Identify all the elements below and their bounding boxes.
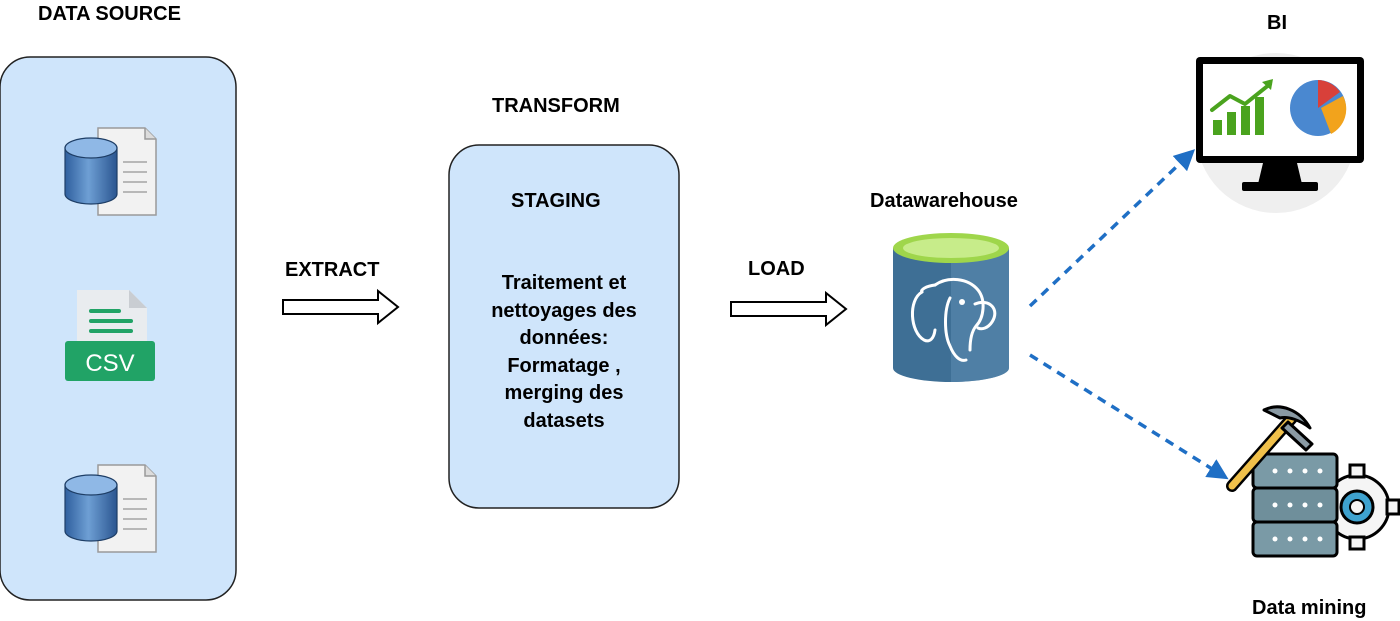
data-mining-server-icon [1226, 405, 1400, 558]
data-source-title: DATA SOURCE [38, 3, 181, 25]
extract-arrow [282, 288, 400, 326]
transform-title: TRANSFORM [492, 95, 620, 117]
bi-dashboard-monitor-icon [1196, 53, 1364, 213]
staging-description: Traitement et nettoyages des données: Fo… [449, 270, 679, 435]
staging-panel [448, 144, 680, 509]
bi-title: BI [1267, 12, 1287, 34]
staging-description-line: nettoyages des [491, 299, 637, 322]
postgresql-elephant-icon [893, 233, 1009, 382]
load-label: LOAD [748, 258, 805, 280]
database-file-icon [64, 127, 157, 216]
staging-description-line: datasets [523, 409, 605, 432]
to-data-mining-arrow [1029, 353, 1229, 480]
database-file-icon [64, 464, 157, 553]
load-arrow [730, 290, 848, 328]
csv-file-icon [65, 290, 155, 381]
extract-label: EXTRACT [285, 259, 380, 281]
datawarehouse-title: Datawarehouse [870, 190, 1018, 212]
staging-title: STAGING [511, 190, 601, 212]
csv-label: CSV [85, 350, 135, 377]
data-mining-title: Data mining [1252, 597, 1367, 619]
staging-description-line: Traitement et [501, 272, 627, 294]
staging-description-line: merging des [504, 382, 624, 404]
staging-description-line: Formatage , [507, 354, 621, 377]
to-bi-arrow [1028, 149, 1196, 308]
staging-description-line: données: [519, 327, 609, 349]
